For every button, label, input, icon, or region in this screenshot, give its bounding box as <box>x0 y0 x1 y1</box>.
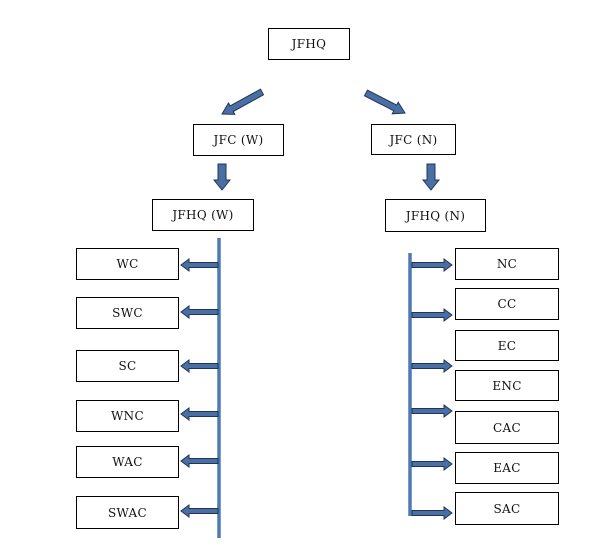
north-unit-label: EC <box>497 338 517 353</box>
arrow-to-west-unit-0 <box>180 258 219 272</box>
arrow-to-north-unit-5 <box>411 506 453 520</box>
north-unit-label: ENC <box>492 378 522 393</box>
west-unit-label: WNC <box>111 409 144 423</box>
north-unit-sac-box: SAC <box>455 492 559 525</box>
jfhq-west-box: JFHQ (W) <box>152 199 254 231</box>
north-unit-label: CAC <box>493 420 521 435</box>
jfc-north-label: JFC (N) <box>389 132 438 147</box>
north-unit-label: EAC <box>493 461 521 475</box>
north-unit-label: CC <box>497 297 517 311</box>
west-unit-label: SC <box>118 359 137 373</box>
north-unit-label: NC <box>496 257 518 271</box>
north-unit-label: SAC <box>493 501 521 516</box>
arrow-to-west-unit-1 <box>180 305 219 319</box>
jfc-west-label: JFC (W) <box>213 133 264 147</box>
arrow-to-west-unit-5 <box>180 504 219 518</box>
west-unit-swc-box: SWC <box>76 297 179 329</box>
north-unit-cac-box: CAC <box>455 411 559 444</box>
west-unit-label: SWC <box>112 306 143 320</box>
north-unit-eac-box: EAC <box>455 452 559 484</box>
west-unit-label: WC <box>116 257 139 271</box>
arrow-to-jfc-north <box>363 89 406 115</box>
arrow-to-north-unit-0 <box>411 258 453 272</box>
jfhq-root-label: JFHQ <box>291 37 327 51</box>
west-unit-sc-box: SC <box>76 350 179 382</box>
arrow-to-north-unit-1 <box>411 308 453 322</box>
west-unit-label: SWAC <box>107 505 147 520</box>
jfhq-north-box: JFHQ (N) <box>385 199 486 232</box>
jfc-west-box: JFC (W) <box>193 124 284 156</box>
arrow-to-north-unit-4 <box>411 457 453 471</box>
arrow-to-jfc-west <box>221 88 265 115</box>
jfhq-root-box: JFHQ <box>268 28 350 60</box>
jfhq-west-label: JFHQ (W) <box>172 208 234 222</box>
arrow-to-north-unit-2 <box>411 359 453 373</box>
arrow-to-west-unit-3 <box>180 407 219 421</box>
arrow-to-jfhq-west <box>212 163 232 191</box>
north-unit-enc-box: ENC <box>455 370 559 401</box>
jfhq-north-label: JFHQ (N) <box>405 208 466 223</box>
jfc-north-box: JFC (N) <box>371 124 456 155</box>
arrow-to-west-unit-2 <box>180 359 219 373</box>
west-unit-wnc-box: WNC <box>76 400 179 432</box>
west-unit-wc-box: WC <box>76 248 179 280</box>
north-unit-nc-box: NC <box>455 248 559 280</box>
north-unit-cc-box: CC <box>455 288 559 320</box>
arrow-to-north-unit-3 <box>411 404 453 418</box>
arrow-to-jfhq-north <box>421 163 441 191</box>
north-unit-ec-box: EC <box>455 330 559 361</box>
arrow-to-west-unit-4 <box>180 454 219 468</box>
west-unit-swac-box: SWAC <box>76 496 179 529</box>
west-unit-label: WAC <box>112 455 143 469</box>
west-unit-wac-box: WAC <box>76 446 179 478</box>
